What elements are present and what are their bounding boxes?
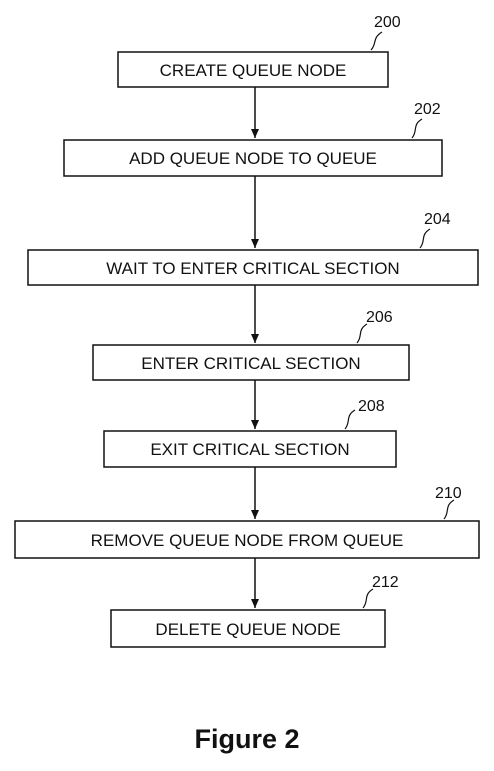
step-box bbox=[92, 344, 410, 381]
ref-number: 212 bbox=[372, 574, 399, 591]
step-box bbox=[27, 249, 479, 286]
step-label: ADD QUEUE NODE TO QUEUE bbox=[129, 149, 377, 168]
step-create-queue-node: CREATE QUEUE NODE bbox=[117, 51, 389, 88]
figure-caption: Figure 2 bbox=[194, 724, 300, 754]
ref-leader-200 bbox=[370, 31, 383, 51]
step-enter-critical-section: ENTER CRITICAL SECTION bbox=[92, 344, 410, 381]
step-label: CREATE QUEUE NODE bbox=[160, 61, 347, 80]
step-box bbox=[103, 430, 397, 468]
ref-leader-212 bbox=[362, 588, 374, 609]
step-wait-to-enter-critical-section: WAIT TO ENTER CRITICAL SECTION bbox=[27, 249, 479, 286]
step-label: ENTER CRITICAL SECTION bbox=[141, 354, 360, 373]
step-box bbox=[63, 139, 443, 177]
ref-leader-206 bbox=[356, 323, 368, 344]
step-label: REMOVE QUEUE NODE FROM QUEUE bbox=[91, 531, 404, 550]
ref-number: 208 bbox=[358, 398, 385, 415]
step-remove-queue-node-from-queue: REMOVE QUEUE NODE FROM QUEUE bbox=[14, 520, 480, 559]
step-add-queue-node-to-queue: ADD QUEUE NODE TO QUEUE bbox=[63, 139, 443, 177]
step-label: EXIT CRITICAL SECTION bbox=[150, 440, 349, 459]
ref-leader-202 bbox=[411, 118, 423, 139]
ref-leader-210 bbox=[443, 499, 455, 520]
ref-number: 202 bbox=[414, 101, 441, 118]
ref-leader-208 bbox=[344, 409, 356, 430]
step-exit-critical-section: EXIT CRITICAL SECTION bbox=[103, 430, 397, 468]
step-box bbox=[14, 520, 480, 559]
ref-number: 200 bbox=[374, 14, 401, 31]
ref-number: 204 bbox=[424, 211, 451, 228]
flowchart: CREATE QUEUE NODE 200 ADD QUEUE NODE TO … bbox=[14, 14, 480, 648]
ref-number: 206 bbox=[366, 309, 393, 326]
step-label: WAIT TO ENTER CRITICAL SECTION bbox=[106, 259, 399, 278]
ref-number: 210 bbox=[435, 485, 462, 502]
step-delete-queue-node: DELETE QUEUE NODE bbox=[110, 609, 386, 648]
step-box bbox=[117, 51, 389, 88]
step-label: DELETE QUEUE NODE bbox=[155, 620, 340, 639]
ref-leader-204 bbox=[419, 228, 431, 249]
step-box bbox=[110, 609, 386, 648]
